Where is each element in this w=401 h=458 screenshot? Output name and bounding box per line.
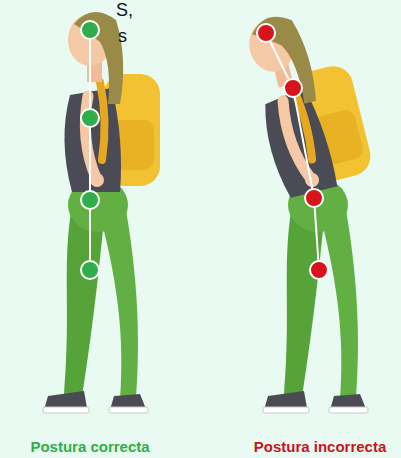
cut-text: s — [118, 26, 127, 47]
figure-caption: Postura correcta — [30, 438, 149, 455]
figure-caption: Postura incorrecta — [254, 438, 387, 455]
incorrect-alignment — [257, 24, 328, 279]
correct-figure — [43, 12, 160, 413]
cut-text: S, — [116, 0, 133, 21]
incorrect-figure — [240, 2, 376, 413]
